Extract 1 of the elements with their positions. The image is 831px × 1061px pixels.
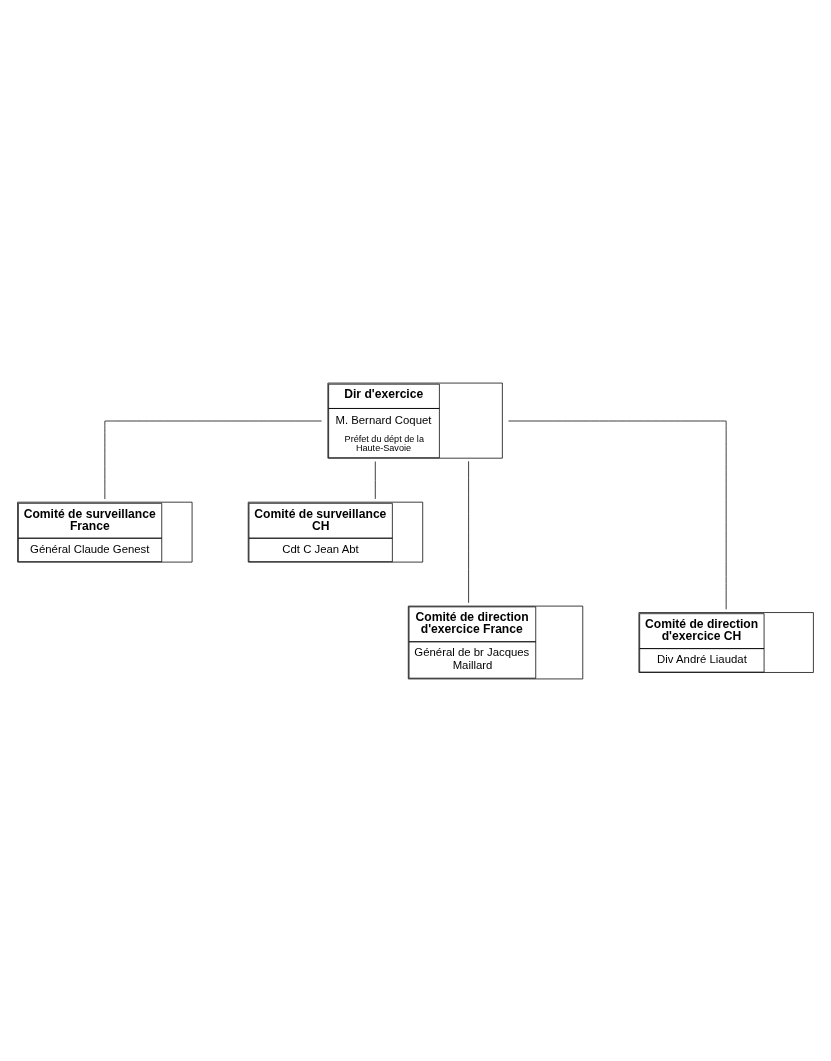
connector bbox=[468, 460, 469, 603]
